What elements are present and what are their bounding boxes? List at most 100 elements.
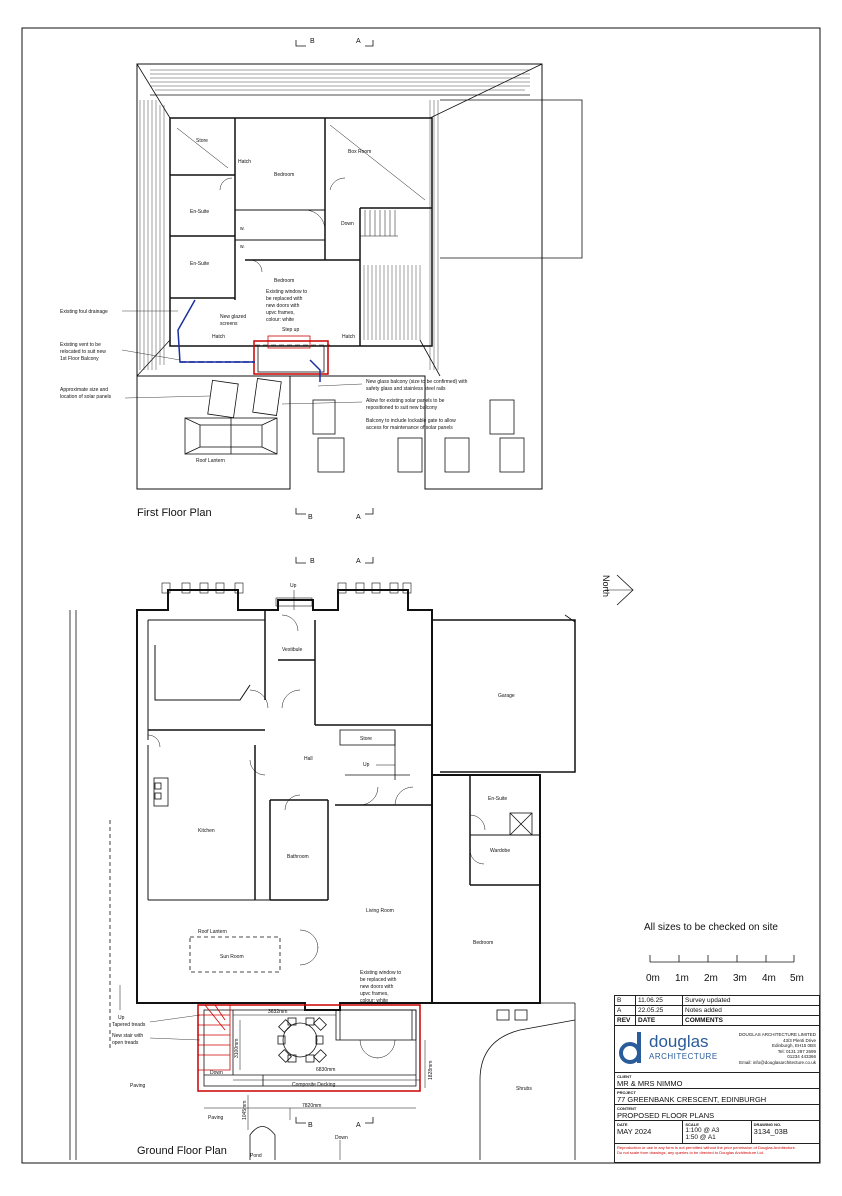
date-scale-drawing-block: DATE MAY 2024 SCALE 1:100 @ A3 1:50 @ A1…: [615, 1121, 819, 1144]
svg-text:new doors with: new doors with: [266, 303, 300, 309]
room-label: Store: [360, 736, 372, 742]
section-mark-b: B: [310, 558, 315, 565]
section-mark-b: B: [310, 38, 315, 45]
svg-text:Approximate size and: Approximate size and: [60, 387, 108, 393]
copyright-note: Reproduction or use in any form is not p…: [617, 1145, 796, 1155]
room-label: En-Suite: [190, 209, 209, 215]
note-existing-window-ff: Existing window to be replaced with new …: [266, 289, 307, 323]
note-existing-window-gf: Existing window to be replaced with new …: [360, 970, 401, 1004]
svg-text:Existing window to: Existing window to: [360, 970, 401, 976]
room-label: Garage: [498, 693, 515, 699]
svg-text:be replaced with: be replaced with: [266, 296, 303, 302]
svg-text:4m: 4m: [762, 973, 776, 984]
revision-row: A 22.05.25 Notes added: [615, 1006, 819, 1016]
room-label: Box Room: [348, 149, 371, 155]
svg-text:Balcony to include lockable ga: Balcony to include lockable gate to allo…: [366, 418, 456, 424]
note-foul-drainage: Existing foul drainage: [60, 309, 108, 315]
section-mark-b: B: [308, 514, 313, 521]
room-label: Wardobe: [490, 848, 510, 854]
svg-text:colour: white: colour: white: [360, 998, 388, 1004]
room-label: Kitchen: [198, 828, 215, 834]
svg-text:colour: white: colour: white: [266, 317, 294, 323]
note-glazed-screens: New glazed screens: [220, 314, 246, 327]
room-label: Roof Lantern: [196, 458, 225, 464]
room-label: Hatch: [212, 334, 225, 340]
dimension-label: 1828mm: [428, 1061, 434, 1080]
first-floor-title: First Floor Plan: [137, 507, 212, 519]
scale-caption: All sizes to be checked on site: [644, 922, 778, 933]
douglas-logo-icon: [619, 1032, 641, 1064]
room-label: Bedroom: [473, 940, 493, 946]
revision-row: B 11.06.25 Survey updated: [615, 996, 819, 1006]
dimension-label: 7820mm: [302, 1103, 321, 1109]
room-label: Shrubs: [516, 1086, 532, 1092]
title-block: B 11.06.25 Survey updated A 22.05.25 Not…: [614, 995, 820, 1163]
svg-text:1st Floor Balcony: 1st Floor Balcony: [60, 356, 99, 362]
room-label: Composite Decking: [292, 1082, 336, 1088]
room-label: Step up: [282, 327, 299, 333]
scale-bar: All sizes to be checked on site 0m 1m 2m…: [644, 922, 804, 984]
dimension-label: 1045mm: [242, 1101, 248, 1120]
svg-text:upvc frames,: upvc frames,: [266, 310, 295, 316]
room-label: Bedroom: [274, 278, 294, 284]
dimension-label: 3100mm: [234, 1039, 240, 1058]
note-gate: Balcony to include lockable gate to allo…: [366, 418, 456, 431]
room-label: Down: [210, 1070, 223, 1076]
svg-text:5m: 5m: [790, 973, 804, 984]
svg-text:Existing window to: Existing window to: [266, 289, 307, 295]
note-vent: Existing vent to be relocated to suit ne…: [60, 342, 106, 362]
svg-text:1m: 1m: [675, 973, 689, 984]
svg-text:New glazed: New glazed: [220, 314, 246, 320]
section-mark-a: A: [356, 558, 361, 565]
company-details: DOUGLAS ARCHITECTURE LIMITED 43/3 Plenti…: [738, 1032, 816, 1065]
svg-text:screens: screens: [220, 321, 238, 327]
room-label: Hatch: [342, 334, 355, 340]
brand-subtitle: ARCHITECTURE: [649, 1052, 718, 1061]
note-balcony: New glass balcony (size to be confirmed)…: [366, 379, 468, 392]
room-label: Bathroom: [287, 854, 309, 860]
room-label: En-Suite: [488, 796, 507, 802]
room-label: Sun Room: [220, 954, 244, 960]
svg-text:0m: 0m: [646, 973, 660, 984]
sheet-border: [21, 27, 821, 1164]
room-label: Up: [118, 1015, 125, 1021]
room-label: Pond: [250, 1153, 262, 1159]
room-label: Up: [363, 762, 370, 768]
room-label: Down: [341, 221, 354, 227]
svg-text:New stair with: New stair with: [112, 1033, 143, 1039]
note-tapered-treads: Tapered treads: [112, 1022, 146, 1028]
first-floor-labels: Store Hatch Bedroom Box Room En-Suite En…: [60, 38, 468, 521]
room-label: Up: [290, 583, 297, 589]
room-label: Bedroom: [274, 172, 294, 178]
svg-text:2m: 2m: [704, 973, 718, 984]
section-mark-b: B: [308, 1122, 313, 1129]
ground-floor-title: Ground Floor Plan: [137, 1145, 227, 1157]
room-label: En-Suite: [190, 261, 209, 267]
company-logo-block: douglas ARCHITECTURE DOUGLAS ARCHITECTUR…: [615, 1026, 819, 1073]
room-label: w.: [240, 226, 245, 232]
revision-header: REV DATE COMMENTS: [615, 1016, 819, 1026]
section-mark-a: A: [356, 38, 361, 45]
svg-text:new doors with: new doors with: [360, 984, 394, 990]
svg-text:Allow for existing solar panel: Allow for existing solar panels to be: [366, 398, 445, 404]
room-label: Down: [335, 1135, 348, 1141]
client-block: CLIENT MR & MRS NIMMO: [615, 1073, 819, 1089]
first-floor-plan: [121, 40, 583, 515]
room-label: Roof Lantern: [198, 929, 227, 935]
svg-text:safety glass and stainless ste: safety glass and stainless steel rails: [366, 386, 446, 392]
svg-text:New glass balcony (size to be: New glass balcony (size to be confirmed)…: [366, 379, 468, 385]
section-mark-a: A: [356, 514, 361, 521]
brand-name: douglas: [649, 1032, 709, 1051]
ground-floor-labels: Up Vestibule Garage Store Hall Up Kitche…: [112, 558, 611, 1159]
room-label: Paving: [208, 1115, 224, 1121]
north-arrow-label: North: [601, 575, 611, 597]
note-solar-size: Approximate size and location of solar p…: [60, 387, 112, 400]
dimension-label: 3632mm: [268, 1009, 287, 1015]
ground-floor-plan: [69, 557, 634, 1160]
project-block: PROJECT 77 GREENBANK CRESCENT, EDINBURGH: [615, 1089, 819, 1105]
svg-text:relocated to suit new: relocated to suit new: [60, 349, 106, 355]
dimension-label: 6830mm: [316, 1067, 335, 1073]
content-block: CONTENT PROPOSED FLOOR PLANS: [615, 1105, 819, 1121]
